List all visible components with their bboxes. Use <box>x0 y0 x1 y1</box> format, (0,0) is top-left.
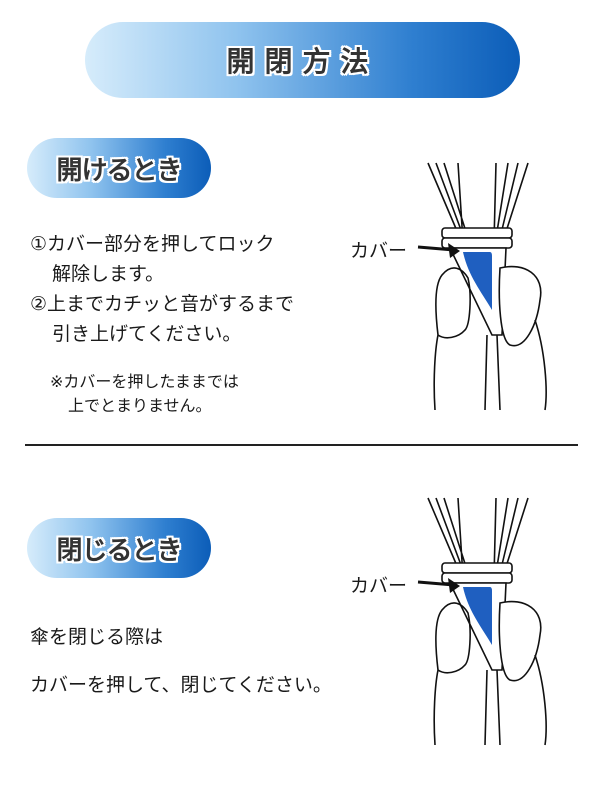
close-illustration: カバー <box>330 485 600 765</box>
page-title: 開閉方法 <box>226 45 379 78</box>
open-step-1: ①カバー部分を押してロック <box>30 233 275 255</box>
cover-label: カバー <box>350 240 408 262</box>
open-step-2-cont: 引き上げてください。 <box>52 323 242 345</box>
umbrella-grip-icon <box>417 497 547 746</box>
title-banner: 開閉方法 <box>85 22 520 98</box>
umbrella-grip-icon <box>417 162 547 411</box>
close-line-2: カバーを押して、閉じてください。 <box>30 674 332 696</box>
close-section-heading: 閉じるとき <box>27 518 211 578</box>
open-step-2: ②上までカチッと音がするまで <box>30 293 295 315</box>
open-illustration: カバー <box>330 150 600 430</box>
close-line-1: 傘を閉じる際は <box>30 626 164 648</box>
open-section-heading: 開けるとき <box>27 138 211 198</box>
close-heading: 閉じるとき <box>56 535 182 566</box>
cover-label: カバー <box>350 575 408 597</box>
open-heading: 開けるとき <box>56 155 182 186</box>
section-divider <box>25 444 578 446</box>
open-note: ※カバーを押したままでは <box>50 372 239 391</box>
open-note-cont: 上でとまりません。 <box>68 396 212 415</box>
open-step-1-cont: 解除します。 <box>52 263 165 285</box>
